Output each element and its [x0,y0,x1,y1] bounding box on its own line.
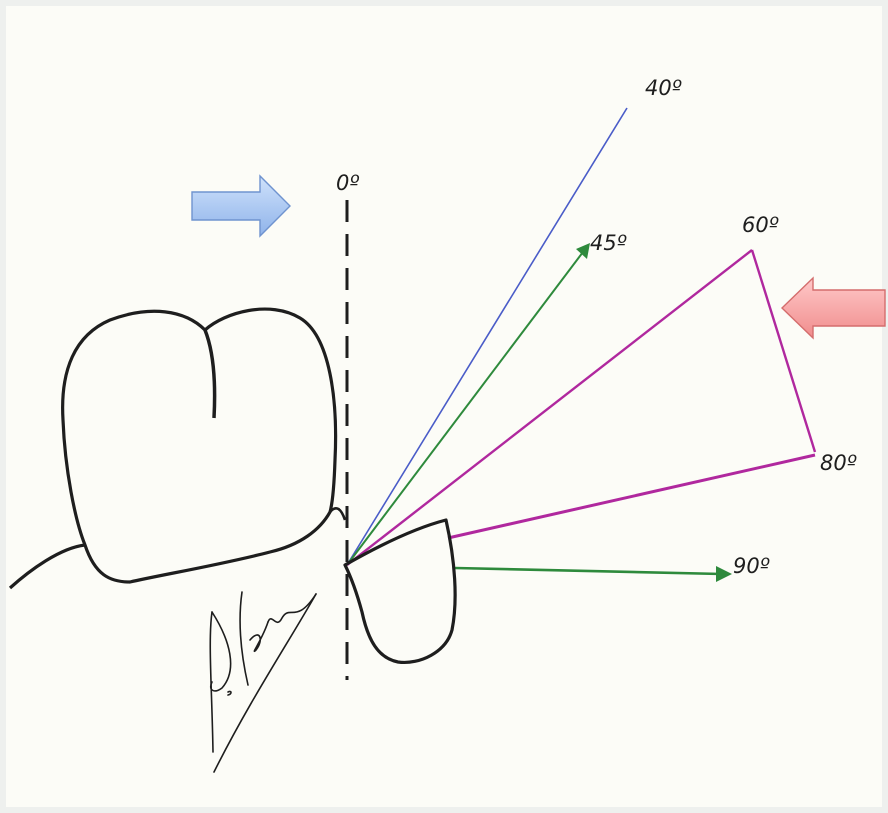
red-arrow-icon [780,276,886,340]
molar-groove [203,329,217,419]
line-60-to-80-connector [750,249,817,453]
arrowhead-90-degrees [716,566,732,582]
label-90-degrees: 90º [733,554,770,578]
label-0-degrees: 0º [336,171,359,195]
label-80-degrees: 80º [820,451,857,475]
label-60-degrees: 60º [742,213,779,237]
line-60-degrees [346,249,753,566]
line-45-degrees [346,251,584,566]
line-40-degrees [346,107,628,566]
signature-drawing [209,591,317,773]
contact-point-curve [329,507,347,521]
label-40-degrees: 40º [645,76,682,100]
bracket-outline [343,518,457,665]
label-45-degrees: 45º [590,231,627,255]
molar-crown-outline [8,307,338,590]
arrowhead-45-degrees [576,243,590,259]
line-80-degrees [447,453,816,540]
line-90-degrees [454,566,723,576]
blue-arrow-icon [191,174,291,238]
